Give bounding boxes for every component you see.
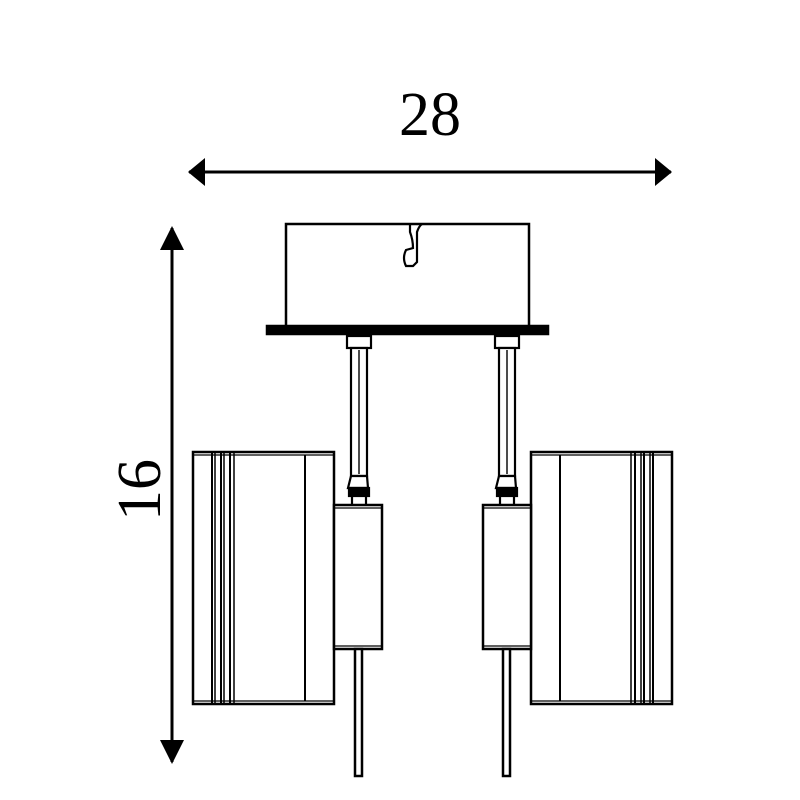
width-arrow-right [655, 158, 672, 186]
mounting-plate [265, 324, 550, 336]
canopy-hook-slot [402, 223, 423, 268]
left-lamp-bracket [332, 503, 384, 651]
right-stem [493, 334, 521, 508]
width-arrow-left [188, 158, 205, 186]
width-dimension: 28 [188, 81, 672, 186]
canopy-box [284, 222, 531, 329]
canopy [265, 222, 550, 336]
left-lamp-head [191, 450, 384, 778]
left-lamp-body [191, 450, 336, 706]
height-arrow-top [160, 226, 184, 250]
height-dimension-label: 16 [106, 459, 174, 521]
height-dimension: 16 [106, 226, 184, 764]
right-lamp-pin [501, 647, 512, 778]
left-stem [345, 334, 373, 508]
left-stem-knuckle [347, 486, 371, 498]
height-arrow-bottom [160, 740, 184, 764]
right-stem-knuckle [495, 486, 519, 498]
right-stem-collar [493, 334, 521, 350]
right-stem-joint [494, 474, 518, 490]
left-lamp-pin [353, 647, 364, 778]
right-lamp-body [529, 450, 674, 706]
right-lamp-head [481, 450, 674, 778]
left-stem-collar [345, 334, 373, 350]
right-lamp-bracket [481, 503, 533, 651]
width-dimension-label: 28 [399, 81, 461, 149]
left-stem-joint [346, 474, 370, 490]
